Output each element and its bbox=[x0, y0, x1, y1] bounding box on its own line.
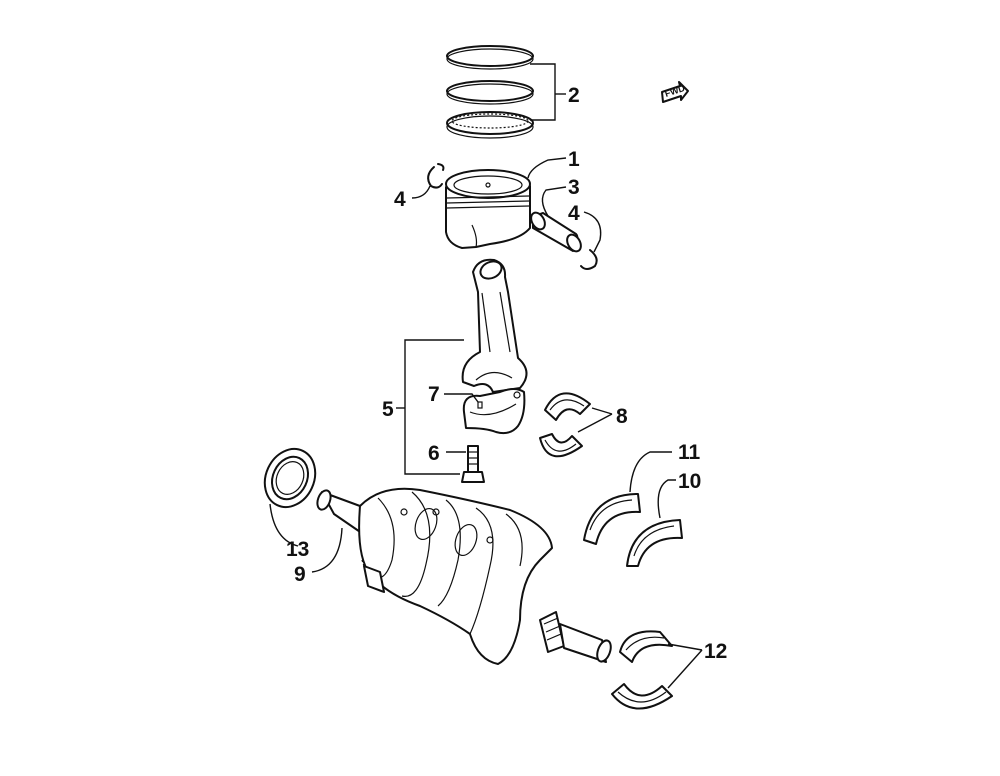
callout-9: 9 bbox=[294, 563, 306, 586]
callout-5: 5 bbox=[382, 398, 394, 421]
callout-2: 2 bbox=[568, 84, 580, 107]
callout-10: 10 bbox=[678, 470, 701, 493]
rod-bolt bbox=[461, 445, 485, 483]
piston-pin bbox=[530, 211, 582, 253]
main-bearing-set bbox=[611, 630, 673, 710]
rod-bearing-set bbox=[539, 392, 591, 458]
callout-4-right: 4 bbox=[568, 202, 580, 225]
crankshaft bbox=[316, 487, 612, 665]
callout-1: 1 bbox=[568, 148, 580, 171]
callout-8: 8 bbox=[616, 405, 628, 428]
callout-7: 7 bbox=[428, 383, 440, 406]
forward-arrow-icon: FWD bbox=[661, 81, 689, 103]
callout-12: 12 bbox=[704, 640, 727, 663]
connecting-rod-cap bbox=[462, 388, 526, 435]
connecting-rod bbox=[461, 258, 528, 393]
callout-6: 6 bbox=[428, 442, 440, 465]
callout-13: 13 bbox=[286, 538, 309, 561]
piston-rings bbox=[446, 45, 534, 139]
piston bbox=[445, 169, 531, 249]
callout-numbers: 2 1 3 4 4 5 7 6 8 11 10 12 13 9 bbox=[286, 84, 727, 663]
thrust-washers bbox=[583, 493, 683, 567]
oil-seal bbox=[263, 447, 317, 509]
callout-11: 11 bbox=[678, 441, 701, 464]
snap-rings bbox=[427, 163, 598, 270]
leader-lines bbox=[269, 63, 703, 689]
callout-4-left: 4 bbox=[394, 188, 406, 211]
callout-3: 3 bbox=[568, 176, 580, 199]
